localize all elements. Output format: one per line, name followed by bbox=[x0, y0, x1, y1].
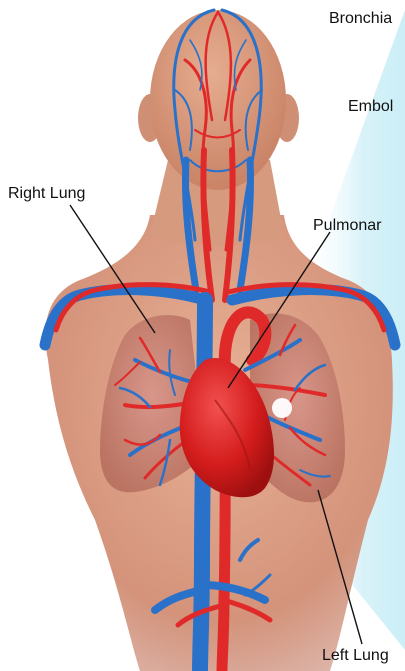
label-left-lung: Left Lung bbox=[322, 647, 389, 665]
head bbox=[150, 10, 286, 190]
embolus-dot bbox=[272, 398, 292, 418]
label-bronchial: Bronchia bbox=[329, 10, 392, 28]
label-embolism: Embol bbox=[348, 98, 393, 116]
label-pulmonary: Pulmonar bbox=[313, 217, 381, 235]
label-right-lung: Right Lung bbox=[8, 185, 85, 203]
